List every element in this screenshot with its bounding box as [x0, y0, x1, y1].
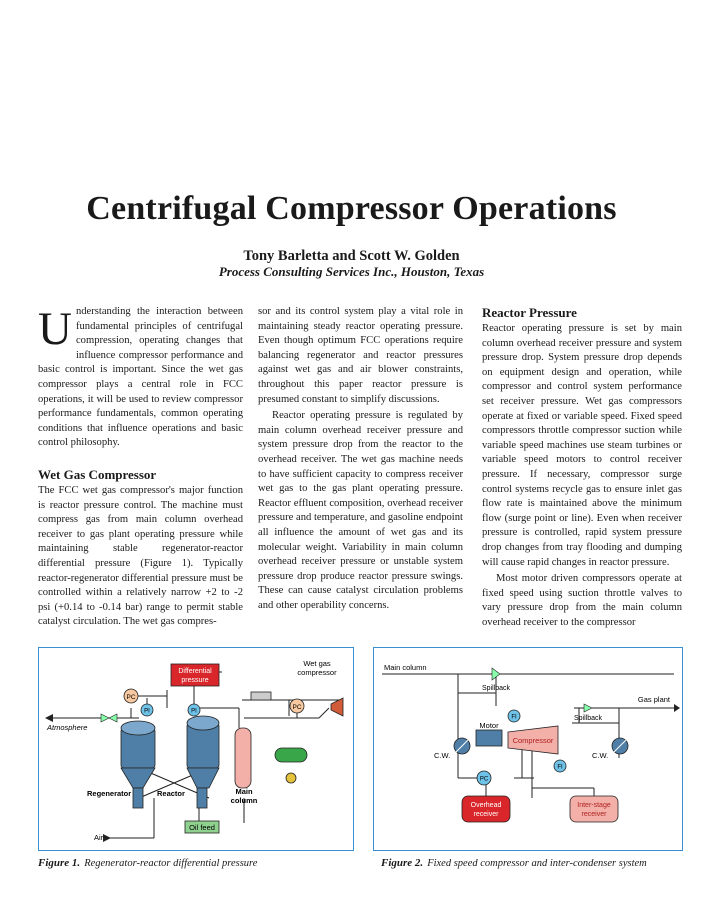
- section-heading-reactor-pressure: Reactor Pressure: [482, 305, 577, 320]
- fi-label: FI: [511, 715, 517, 721]
- gas-plant-arrow-icon: [674, 704, 680, 712]
- pc-controller-icon: [476, 770, 492, 786]
- interstage-label: Inter-stage: [577, 802, 611, 809]
- diff-pressure-label: pressure: [181, 677, 208, 684]
- reactor-pressure-paragraph-2: Most motor driven compressors operate at…: [482, 573, 682, 628]
- orifice-icon: [250, 691, 272, 701]
- valve-icon: [100, 713, 110, 723]
- reactor-label: Reactor: [157, 789, 185, 798]
- pi-indicator-icon: [140, 703, 154, 717]
- oil-feed-box: [184, 820, 220, 834]
- pi-indicator-2-icon: [187, 703, 201, 717]
- compressor-icon: [507, 725, 559, 755]
- diff-label: Differential: [178, 668, 212, 675]
- affiliation: Process Consulting Services Inc., Housto…: [218, 264, 485, 279]
- atmosphere-label: Atmosphere: [46, 723, 87, 732]
- spillback-label-2: Spillback: [574, 715, 603, 722]
- oil-feed-label: Oil feed: [189, 823, 215, 832]
- figure-2-caption: Figure 2.Fixed speed compressor and inte…: [381, 857, 647, 869]
- interstage-receiver-vessel: [569, 795, 619, 823]
- cw-label: C.W.: [434, 751, 450, 760]
- overhead-receiver-label: receiver: [474, 811, 500, 818]
- figure-1-caption-label: Figure 1.: [38, 857, 81, 869]
- pc-controller-2-icon: [289, 698, 305, 714]
- section-heading-wet-gas: Wet Gas Compressor: [38, 466, 157, 482]
- figure-2-diagram: FI FI PC C.W. C.W. Motor Compressor Over…: [382, 663, 680, 823]
- interstage-receiver-label: receiver: [582, 811, 608, 818]
- drop-cap: U: [38, 303, 72, 355]
- wet-gas-paragraph: The FCC wet gas compressor's major funct…: [38, 484, 243, 628]
- main-column-label: Main column: [384, 663, 427, 672]
- figure-1-caption: Figure 1.Regenerator-reactor differentia…: [38, 857, 257, 869]
- pc-label-2: PC: [292, 704, 301, 711]
- air-arrow-icon: [103, 834, 111, 842]
- column-2: sor and its control system play a vital …: [258, 305, 463, 613]
- wetgas-label: Wet gas: [303, 659, 331, 668]
- figure-1-diagram: Differential pressure Wet gas compressor…: [45, 659, 344, 842]
- column-3: Reactor Pressure Reactor operating press…: [482, 305, 682, 630]
- spillback-label: Spillback: [482, 685, 511, 692]
- fi-label-2: FI: [557, 765, 563, 771]
- pi-label: PI: [144, 709, 150, 715]
- overhead-label: Overhead: [471, 802, 502, 809]
- compressor-label: Compressor: [513, 736, 554, 745]
- spillback-valve-2-icon: [583, 703, 593, 713]
- gas-plant-label: Gas plant: [638, 695, 671, 704]
- paper-title: Centrifugal Compressor Operations: [86, 190, 617, 227]
- main-column-vessel: [234, 727, 252, 789]
- atmosphere-arrow-icon: [45, 714, 53, 722]
- pc-label: PC: [480, 777, 489, 783]
- motor-icon: [475, 729, 503, 747]
- regenerator-label: Regenerator: [87, 789, 131, 798]
- column-label: column: [231, 796, 258, 805]
- compressor-icon: [330, 697, 344, 717]
- reactor-pressure-paragraph-1: Reactor operating pressure is set by mai…: [482, 323, 682, 568]
- figure-1: Differential pressure Wet gas compressor…: [38, 647, 354, 851]
- col2-paragraph-1: sor and its control system play a vital …: [258, 306, 463, 405]
- air-label: Air: [94, 833, 104, 842]
- overhead-receiver-vessel: [461, 795, 511, 823]
- main-label: Main: [235, 787, 253, 796]
- differential-pressure-box: [170, 663, 220, 687]
- motor-label: Motor: [479, 721, 499, 730]
- pump-icon: [285, 772, 297, 784]
- fi-indicator-icon: [507, 709, 521, 723]
- cw-label-2: C.W.: [592, 751, 608, 760]
- figure-2: FI FI PC C.W. C.W. Motor Compressor Over…: [373, 647, 683, 851]
- fi-indicator-2-icon: [553, 759, 567, 773]
- pc-label: PC: [126, 694, 135, 701]
- authors: Tony Barletta and Scott W. Golden: [243, 248, 460, 264]
- receiver-vessel: [274, 747, 308, 763]
- pi-label-2: PI: [191, 709, 197, 715]
- pc-controller-icon: [123, 688, 139, 704]
- figure-1-caption-text: Regenerator-reactor differential pressur…: [84, 858, 258, 869]
- col2-paragraph-2: Reactor operating pressure is regulated …: [258, 410, 463, 611]
- figure-2-caption-label: Figure 2.: [381, 857, 424, 869]
- spillback-valve-icon: [491, 667, 501, 681]
- figure-2-caption-text: Fixed speed compressor and inter-condens…: [427, 858, 647, 869]
- wetgas-compressor-label: compressor: [297, 668, 337, 677]
- intro-text: nderstanding the interaction between fun…: [38, 306, 243, 449]
